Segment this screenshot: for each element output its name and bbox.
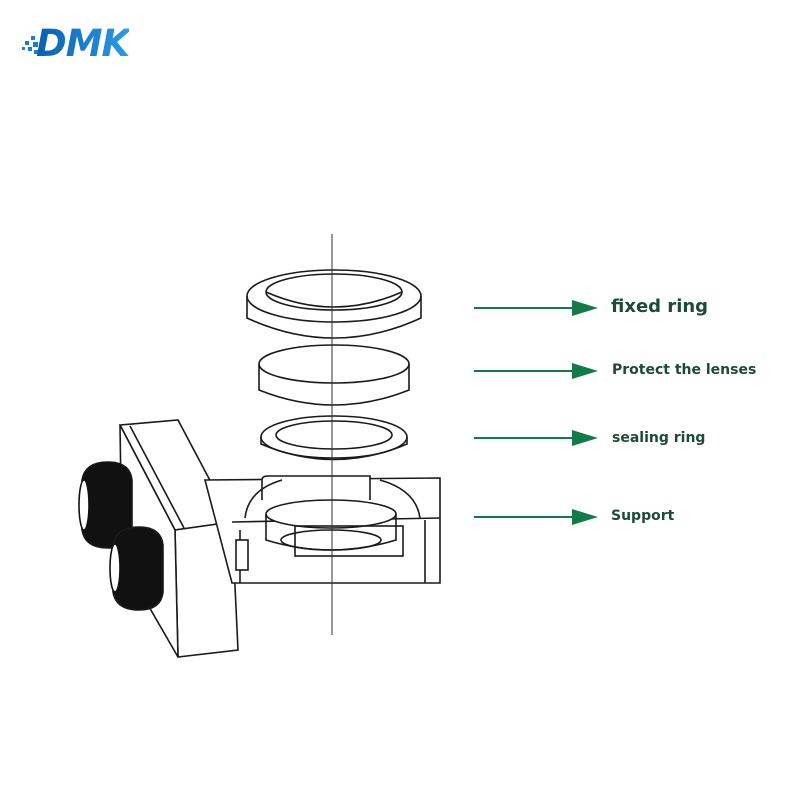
arrow-protect-lenses [474,363,598,379]
label-fixed-ring: fixed ring [611,296,709,317]
arrow-fixed-ring [474,300,598,316]
support-bracket [118,419,441,658]
label-sealing-ring: sealing ring [612,430,706,446]
label-protect-lenses: Protect the lenses [612,362,757,378]
logo-pixel-dots-icon [22,36,38,54]
fixed-ring-part [246,269,422,339]
arrow-support [474,509,598,525]
sealing-ring-part [260,415,408,461]
logo-text: DMK [36,22,130,65]
dmk-logo: DMK [22,22,152,68]
label-support: Support [611,508,675,524]
adjustment-knobs [78,461,164,611]
arrow-sealing-ring [474,430,598,446]
protective-lens-part [258,344,410,406]
